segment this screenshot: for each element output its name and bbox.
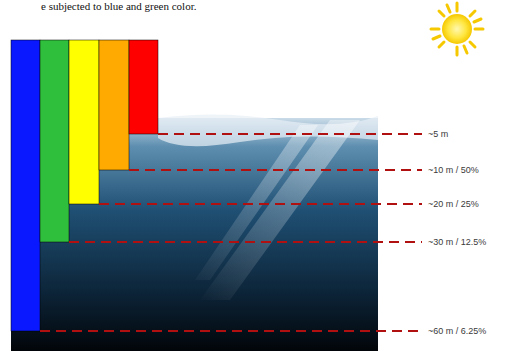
yellow-bar: [69, 40, 99, 204]
light-rays: [195, 120, 360, 300]
caption-fragment: e subjected to blue and green color.: [40, 1, 197, 12]
sun: [431, 3, 483, 55]
depth-lines: [40, 134, 422, 331]
orange-bar: [99, 40, 129, 170]
depth-label: ~30 m / 12.5%: [427, 237, 487, 248]
green-bar: [40, 40, 69, 242]
red-bar: [129, 40, 158, 134]
depth-label: ~60 m / 6.25%: [427, 326, 487, 337]
depth-label: ~10 m / 50%: [427, 165, 480, 176]
depth-label: ~5 m: [427, 129, 449, 140]
blue-bar: [11, 40, 40, 331]
depth-label: ~20 m / 25%: [427, 199, 480, 210]
